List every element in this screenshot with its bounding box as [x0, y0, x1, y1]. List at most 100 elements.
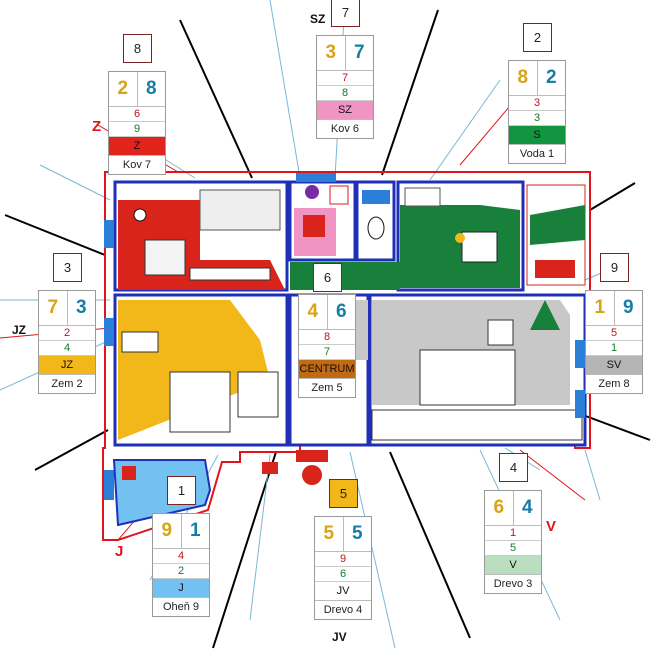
- direction-band: JV: [315, 582, 371, 601]
- small-top: 4: [153, 549, 209, 564]
- card-number: 5: [329, 479, 358, 508]
- direction-band: CENTRUM: [299, 360, 355, 379]
- card-number: 7: [331, 0, 360, 27]
- big-left: 6: [485, 491, 514, 525]
- sink-icon: [362, 190, 390, 204]
- card-number: 1: [167, 476, 196, 505]
- direction-band: SZ: [317, 101, 373, 120]
- big-left: 7: [39, 291, 68, 325]
- direction-band: J: [153, 579, 209, 598]
- entrance-sign-icon: [302, 465, 322, 485]
- direction-band: V: [485, 556, 541, 575]
- element-label: Drevo 4: [323, 604, 363, 616]
- door-lock-icon: [262, 462, 278, 474]
- rug-icon: [303, 215, 325, 237]
- red-letter-j: J: [115, 543, 124, 560]
- big-left: 5: [315, 517, 344, 551]
- small-top: 7: [317, 71, 373, 86]
- dir-label-sz: SZ: [310, 12, 326, 26]
- big-right: 3: [75, 297, 87, 318]
- big-right: 5: [351, 523, 363, 544]
- balcony-green: [530, 205, 585, 245]
- big-left: 4: [299, 295, 328, 329]
- entrance-mat: [296, 450, 328, 462]
- small-bottom: 4: [39, 341, 95, 356]
- dir-label-jz: JZ: [12, 323, 27, 337]
- small-bottom: 9: [109, 122, 165, 137]
- sun-icon: [455, 233, 465, 243]
- red-letter-v: V: [546, 518, 557, 535]
- small-top: 2: [39, 326, 95, 341]
- dining-table: [461, 231, 498, 263]
- big-left: 3: [317, 36, 346, 70]
- x-mark-icon: [329, 185, 349, 205]
- direction-band: SV: [586, 356, 642, 375]
- element-label: Zem 5: [311, 382, 343, 394]
- bench-icon: [535, 260, 575, 278]
- element-label: Oheň 9: [162, 601, 200, 613]
- small-top: 6: [109, 107, 165, 122]
- red-letter-z: Z: [92, 118, 102, 135]
- tv-cabinet: [371, 409, 583, 441]
- big-right: 1: [189, 520, 201, 541]
- small-top: 1: [485, 526, 541, 541]
- cabinet: [237, 371, 279, 418]
- plant-icon: [305, 185, 319, 199]
- card-number: 3: [53, 253, 82, 282]
- tree-icon: [530, 300, 560, 330]
- card-number: 4: [499, 453, 528, 482]
- windows: [104, 173, 585, 500]
- big-right: 7: [353, 42, 365, 63]
- small-top: 8: [299, 330, 355, 345]
- small-bottom: 8: [317, 86, 373, 101]
- big-right: 6: [335, 301, 347, 322]
- small-top: 5: [586, 326, 642, 341]
- card-number: 2: [523, 23, 552, 52]
- sofa: [121, 331, 159, 353]
- counter: [404, 187, 441, 207]
- card-number: 6: [313, 263, 342, 292]
- dir-label-jv: JV: [332, 630, 347, 644]
- direction-band: S: [509, 126, 565, 145]
- element-label: Drevo 3: [493, 578, 533, 590]
- small-bottom: 3: [509, 111, 565, 126]
- wardrobe: [169, 371, 231, 433]
- small-bottom: 2: [153, 564, 209, 579]
- building-outline: [102, 171, 591, 541]
- big-left: 8: [509, 61, 538, 95]
- big-right: 8: [145, 78, 157, 99]
- direction-band: JZ: [39, 356, 95, 375]
- sofa-set: [419, 349, 516, 406]
- heater-icon: [122, 466, 136, 480]
- small-top: 9: [315, 552, 371, 567]
- big-left: 9: [153, 514, 182, 548]
- card-number: 9: [600, 253, 629, 282]
- small-bottom: 1: [586, 341, 642, 356]
- big-left: 2: [109, 72, 138, 106]
- element-label: Kov 7: [122, 159, 152, 171]
- lamp-icon: [133, 208, 147, 222]
- kitchen-green-floor: [400, 205, 520, 288]
- direction-band: Z: [109, 137, 165, 156]
- small-bottom: 5: [485, 541, 541, 556]
- small-bottom: 6: [315, 567, 371, 582]
- compass-black-lines: [4, 9, 651, 649]
- desk: [144, 239, 186, 276]
- toilet-icon: [367, 216, 385, 240]
- big-right: 2: [545, 67, 557, 88]
- bed: [199, 189, 281, 231]
- element-label: Voda 1: [519, 148, 555, 160]
- element-label: Kov 6: [330, 123, 360, 135]
- card-number: 8: [123, 34, 152, 63]
- element-label: Zem 2: [51, 378, 83, 390]
- big-left: 1: [586, 291, 615, 325]
